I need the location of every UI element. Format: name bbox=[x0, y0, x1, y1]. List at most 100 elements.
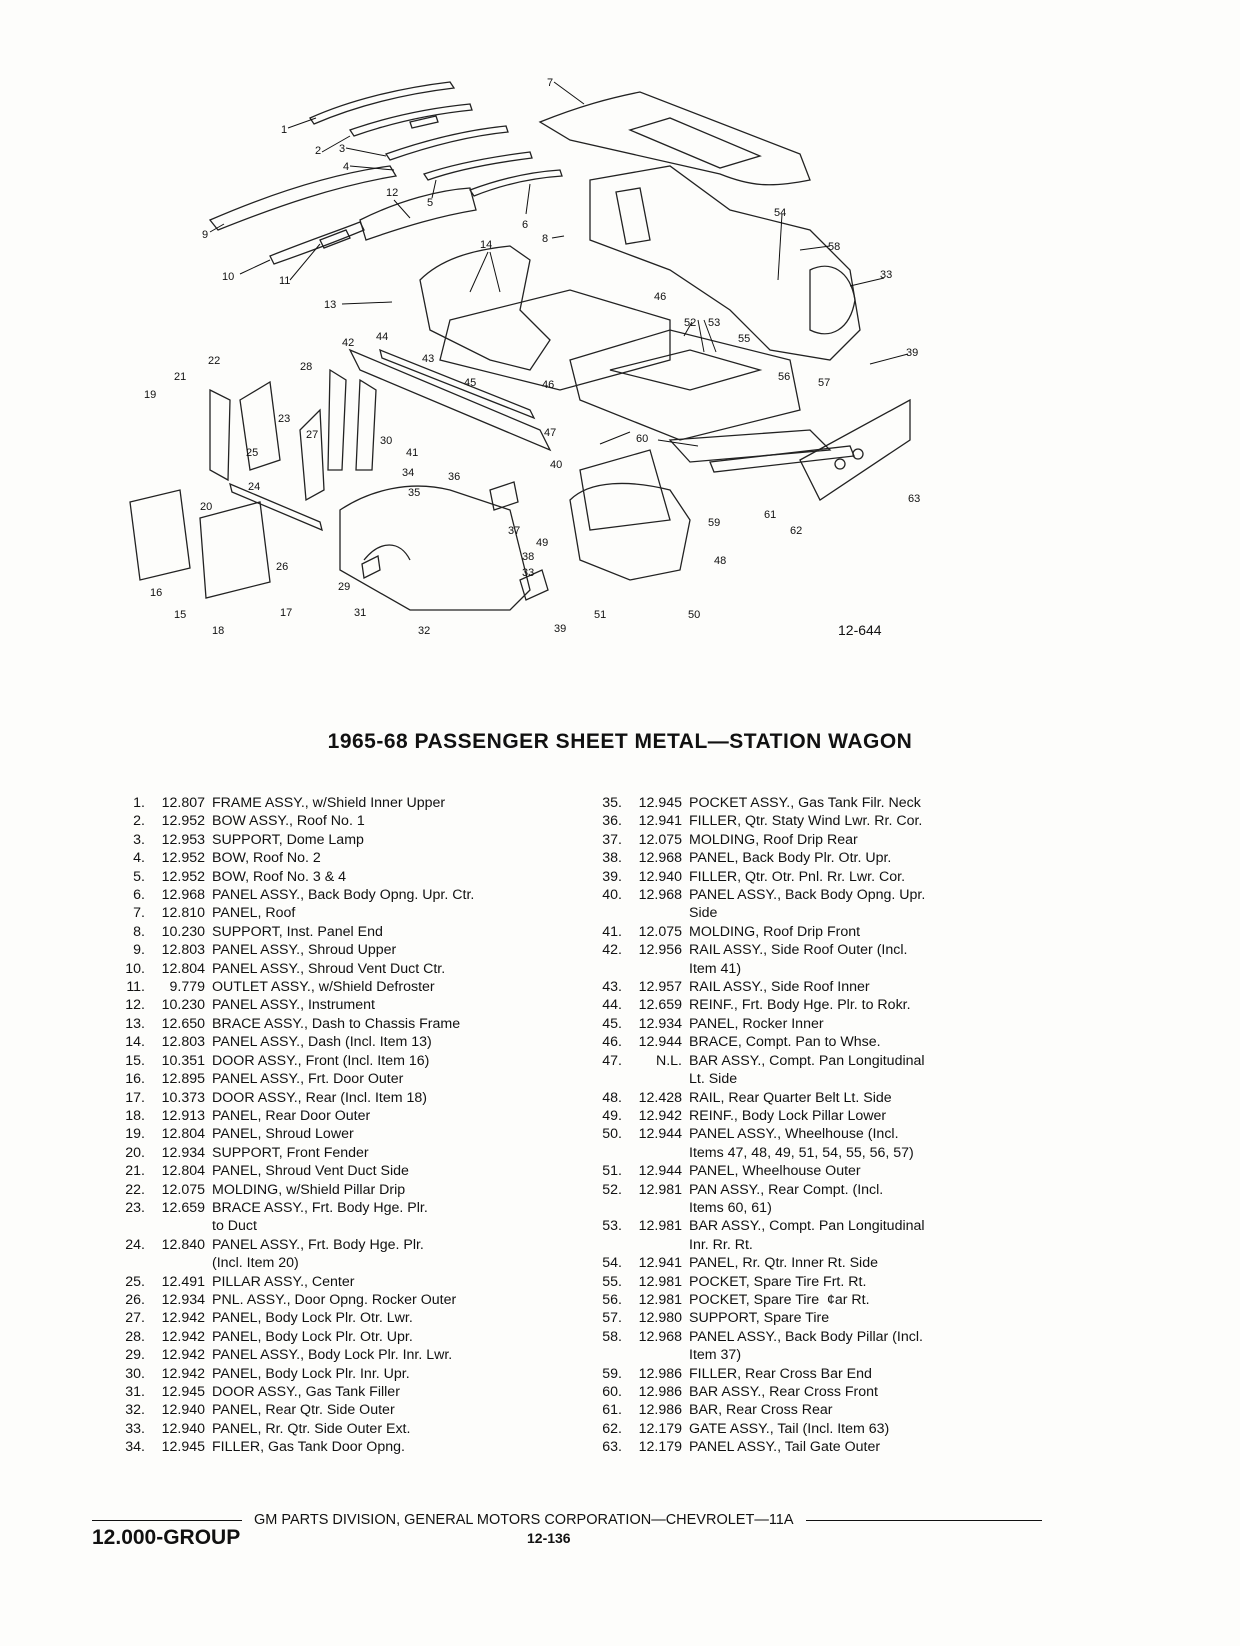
part-rear-door bbox=[199, 501, 271, 599]
part-num: 56. bbox=[602, 1291, 622, 1308]
callout: 7 bbox=[547, 77, 553, 89]
callout: 23 bbox=[278, 413, 290, 425]
part-code: 12.952 bbox=[161, 850, 205, 867]
part-gas-tank-door bbox=[361, 555, 381, 579]
part-desc-continued: Inr. Rr. Rt. bbox=[689, 1236, 753, 1253]
part-desc: SUPPORT, Spare Tire bbox=[689, 1310, 830, 1327]
part-code: 12.075 bbox=[161, 1181, 205, 1198]
callout: 40 bbox=[550, 459, 562, 471]
callout: 59 bbox=[708, 517, 720, 529]
callout: 57 bbox=[818, 377, 830, 389]
part-num: 50. bbox=[602, 1126, 622, 1143]
part-num: 34. bbox=[125, 1439, 145, 1456]
part-desc: PANEL, Roof bbox=[212, 905, 296, 922]
callout: 1 bbox=[281, 124, 287, 136]
part-desc: FILLER, Qtr. Staty Wind Lwr. Rr. Cor. bbox=[689, 813, 923, 830]
part-rear-quarter-outer bbox=[339, 485, 531, 611]
part-num: 37. bbox=[602, 831, 622, 848]
part-code: 12.986 bbox=[638, 1365, 682, 1382]
exploded-parts-diagram: 1 2 3 4 5 6 7 8 9 10 11 12 13 14 15 16 1… bbox=[129, 77, 920, 637]
part-desc: BAR, Rear Cross Rear bbox=[689, 1402, 833, 1419]
part-desc: BRACE, Compt. Pan to Whse. bbox=[689, 1034, 881, 1051]
part-code: 12.968 bbox=[638, 1328, 682, 1345]
part-roof-panel-inner bbox=[628, 117, 762, 169]
callout: 27 bbox=[306, 429, 318, 441]
callout: 3 bbox=[339, 143, 345, 155]
part-num: 20. bbox=[125, 1144, 145, 1161]
part-desc: PANEL ASSY., Dash (Incl. Item 13) bbox=[212, 1034, 432, 1051]
part-roof-panel bbox=[538, 91, 811, 186]
part-desc-continued: Side bbox=[689, 905, 718, 922]
part-desc: FILLER, Gas Tank Door Opng. bbox=[212, 1439, 405, 1456]
part-body-lock-pillar bbox=[327, 368, 347, 471]
footer-rule bbox=[805, 1519, 1042, 1521]
callout: 34 bbox=[402, 467, 414, 479]
part-num: 39. bbox=[602, 868, 622, 885]
callout: 46 bbox=[654, 291, 666, 303]
part-code: 12.659 bbox=[638, 997, 682, 1014]
part-quarter-inner bbox=[589, 165, 861, 361]
part-tail-gate-hole bbox=[852, 448, 864, 460]
callout: 62 bbox=[790, 525, 802, 537]
part-desc: PANEL, Shroud Vent Duct Side bbox=[212, 1163, 409, 1180]
callout: 21 bbox=[174, 371, 186, 383]
callout: 16 bbox=[150, 587, 162, 599]
part-num: 48. bbox=[602, 1089, 622, 1106]
part-desc: PANEL ASSY., Body Lock Plr. Inr. Lwr. bbox=[212, 1347, 453, 1364]
part-front-door bbox=[129, 489, 191, 581]
callout: 2 bbox=[315, 145, 321, 157]
part-num: 9. bbox=[133, 942, 145, 959]
callout: 8 bbox=[542, 233, 548, 245]
part-num: 22. bbox=[125, 1181, 145, 1198]
callout: 54 bbox=[774, 207, 786, 219]
part-code: 12.940 bbox=[161, 1402, 205, 1419]
part-desc: PANEL ASSY., Back Body Opng. Upr. Ctr. bbox=[212, 887, 475, 904]
part-desc: SUPPORT, Front Fender bbox=[212, 1144, 369, 1161]
part-code: 12.986 bbox=[638, 1384, 682, 1400]
part-desc: BAR ASSY., Rear Cross Front bbox=[689, 1384, 878, 1400]
part-num: 3. bbox=[133, 831, 145, 848]
part-desc: PANEL, Rear Door Outer bbox=[212, 1107, 371, 1124]
callout: 61 bbox=[764, 509, 776, 521]
part-desc-continued: Items 60, 61) bbox=[689, 1199, 772, 1216]
footer-rule bbox=[92, 1519, 242, 1521]
part-code: 12.804 bbox=[161, 1126, 205, 1143]
part-floor-pan bbox=[439, 289, 671, 391]
part-code: 12.942 bbox=[161, 1310, 205, 1327]
part-desc: SUPPORT, Dome Lamp bbox=[212, 831, 364, 848]
part-roof-bow-4 bbox=[469, 169, 563, 197]
callout: 48 bbox=[714, 555, 726, 567]
part-code: 12.945 bbox=[638, 795, 682, 811]
callout: 26 bbox=[276, 561, 288, 573]
callout: 47 bbox=[544, 427, 556, 439]
callout: 39 bbox=[906, 347, 918, 359]
part-desc: FILLER, Qtr. Otr. Pnl. Rr. Lwr. Cor. bbox=[689, 868, 906, 885]
part-rear-cross-bar-rear bbox=[709, 445, 855, 473]
part-num: 5. bbox=[133, 868, 145, 885]
part-desc: PANEL ASSY., Wheelhouse (Incl. bbox=[689, 1126, 899, 1143]
part-code: 12.944 bbox=[638, 1126, 682, 1143]
part-code: 12.981 bbox=[638, 1291, 682, 1308]
page-number: 12-136 bbox=[527, 1530, 571, 1546]
callout: 50 bbox=[688, 609, 700, 621]
footer: GM PARTS DIVISION, GENERAL MOTORS CORPOR… bbox=[92, 1512, 1042, 1528]
part-num: 44. bbox=[602, 997, 622, 1014]
part-desc-continued: Lt. Side bbox=[689, 1071, 738, 1088]
callout: 11 bbox=[279, 275, 290, 287]
part-code: 10.230 bbox=[161, 923, 205, 940]
part-defroster-outlet bbox=[319, 229, 351, 249]
